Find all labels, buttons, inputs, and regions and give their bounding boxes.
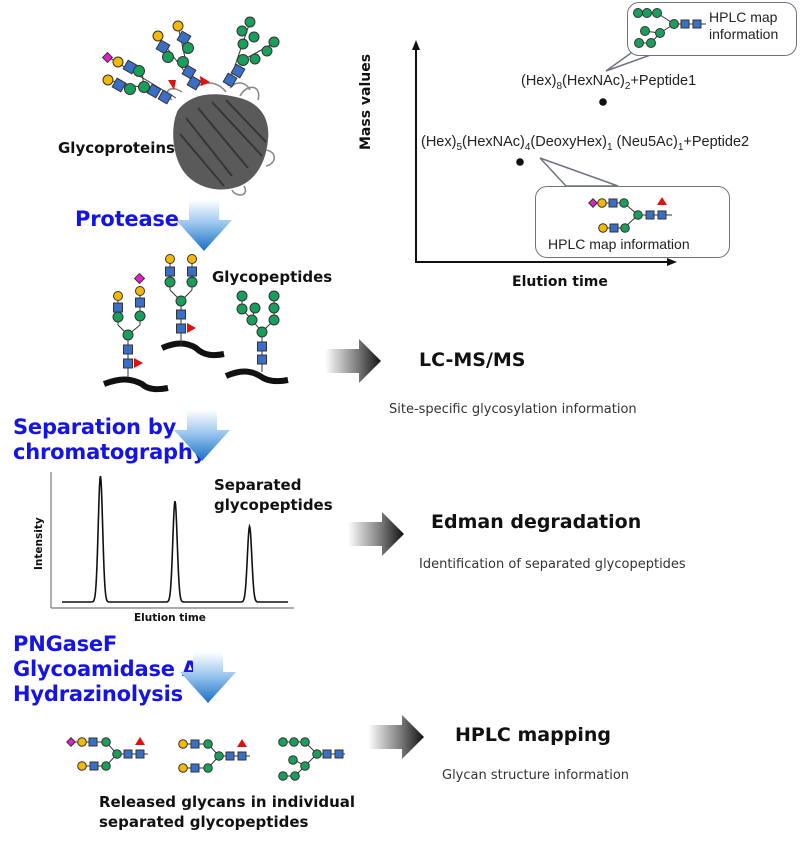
chromatogram-y-label: Intensity xyxy=(33,517,45,570)
callout-text-line2: information xyxy=(709,26,779,42)
chromatogram-chart xyxy=(50,472,294,609)
formula-subscript: 8 xyxy=(556,80,563,92)
formula-part: (HexNAc) xyxy=(562,73,625,89)
chromatogram-x-label: Elution time xyxy=(134,612,206,624)
formula-peptide1: (Hex)8(HexNAc)2+Peptide1 xyxy=(521,73,696,92)
glycan-structure-icon xyxy=(101,51,177,105)
glycopeptide-icon xyxy=(160,254,225,359)
x-axis xyxy=(415,258,677,266)
formula-part: +Peptide2 xyxy=(683,134,750,150)
glycan-structure-icon xyxy=(152,20,210,91)
glycoprotein-illustration xyxy=(101,16,280,196)
callout-text-line1: HPLC map xyxy=(709,9,778,25)
glycan-structure-icon xyxy=(66,737,148,771)
protease-label: Protease xyxy=(75,207,179,231)
separated-label-line2: glycopeptides xyxy=(214,496,333,514)
formula-subscript: 1 xyxy=(677,141,684,153)
y-axis xyxy=(412,40,420,262)
data-point xyxy=(516,158,524,166)
glycan-structure-icon xyxy=(633,8,706,48)
released-glycans-label-line1: Released glycans in individual xyxy=(99,793,356,811)
separation-label-line2: chromatography xyxy=(13,440,207,464)
glycan-structure-icon xyxy=(222,16,280,88)
release-label-line2: Glycoamidase A xyxy=(13,657,198,681)
formula-part: (DeoxyHex) xyxy=(530,134,607,150)
formula-subscript: 4 xyxy=(524,141,531,153)
method-arrow-icon xyxy=(325,339,381,383)
formula-subscript: 2 xyxy=(624,80,631,92)
release-label-line3: Hydrazinolysis xyxy=(13,682,183,706)
callout-text: HPLC map information xyxy=(548,236,690,252)
glycan-structure-icon xyxy=(588,197,672,233)
hplc-callout-peptide2 xyxy=(535,186,730,258)
process-arrow-icon xyxy=(180,652,236,703)
formula-part: (HexNAc) xyxy=(462,134,525,150)
separated-label-line1: Separated xyxy=(214,476,302,494)
released-glycans-label-line2: separated glycopeptides xyxy=(99,813,309,831)
release-label-line1: PNGaseF xyxy=(13,632,118,656)
formula-subscript: 1 xyxy=(606,141,613,153)
separation-label-line1: Separation by xyxy=(13,415,177,439)
method-desc-edman: Identification of separated glycopeptide… xyxy=(419,557,686,572)
method-arrow-icon xyxy=(368,715,424,759)
formula-peptide2: (Hex)5(HexNAc)4(DeoxyHex)1 (Neu5Ac)1+Pep… xyxy=(421,134,749,153)
data-point xyxy=(599,98,607,106)
method-desc-hplc: Glycan structure information xyxy=(442,768,630,783)
x-axis-label: Elution time xyxy=(512,274,608,290)
method-title-hplc: HPLC mapping xyxy=(455,724,611,746)
process-arrow-icon xyxy=(174,410,230,461)
chromatogram-trace xyxy=(62,475,288,603)
glycan-structure-icon xyxy=(178,739,250,773)
glycoproteins-label: Glycoproteins xyxy=(58,139,175,157)
formula-part: (Hex) xyxy=(421,134,457,150)
method-title-edman: Edman degradation xyxy=(431,511,642,533)
formula-part: +Peptide1 xyxy=(630,73,697,89)
y-axis-label: Mass values xyxy=(358,53,374,150)
glycopeptide-icon xyxy=(224,290,289,385)
glycopeptide-icon xyxy=(102,272,169,393)
glycan-structure-icon xyxy=(278,737,345,781)
released-glycans-illustration xyxy=(66,737,345,781)
formula-part: (Hex) xyxy=(521,73,557,89)
protein-structure-icon xyxy=(166,82,276,196)
process-arrow-icon xyxy=(176,200,232,251)
glycopeptides-label: Glycopeptides xyxy=(212,268,333,286)
method-arrow-icon xyxy=(348,512,404,556)
glycopeptides-illustration xyxy=(102,254,289,393)
formula-part: (Neu5Ac) xyxy=(612,134,678,150)
method-title-lcmsms: LC-MS/MS xyxy=(419,349,526,371)
method-desc-lcmsms: Site-specific glycosylation information xyxy=(389,402,637,417)
formula-subscript: 5 xyxy=(456,141,463,153)
